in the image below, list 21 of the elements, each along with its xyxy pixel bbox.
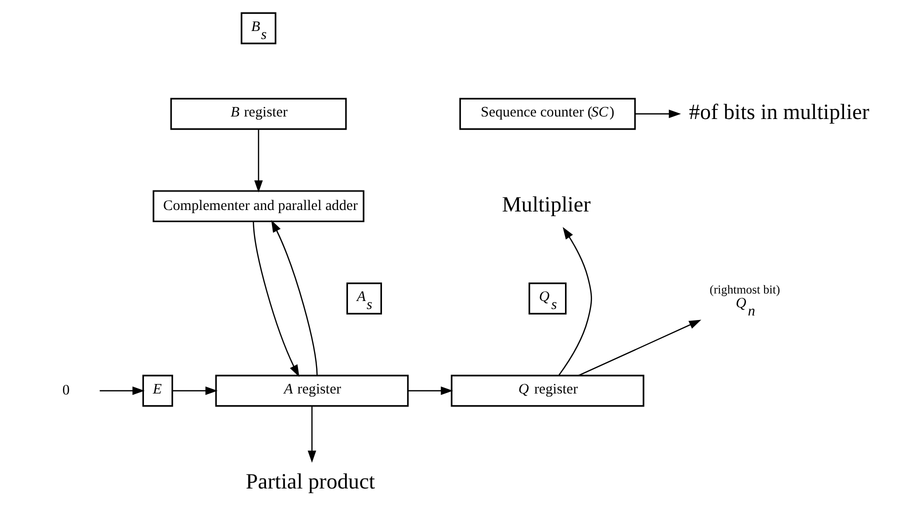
node-box: Q register [450, 374, 644, 407]
node-label: (rightmost bit) [709, 282, 780, 297]
arrow [254, 129, 262, 193]
node-text: Multiplier [502, 192, 590, 217]
node-box: B register [170, 98, 346, 130]
arrow [307, 406, 316, 463]
node-text: #of bits in multiplier [688, 100, 869, 124]
arrow [172, 386, 218, 396]
arrow [408, 386, 452, 396]
node-text: Partial product [245, 469, 374, 494]
node-box: A register [214, 374, 408, 407]
node-box: E [142, 374, 173, 407]
node-text: 0 [62, 382, 70, 399]
arrow [558, 226, 592, 376]
arrow [99, 386, 144, 396]
arrow [634, 110, 680, 118]
node-box: Complementer and parallel adder [152, 190, 364, 222]
arrow [252, 222, 299, 377]
arrow [578, 320, 701, 376]
node-box: Sequence counter (SC) [458, 98, 636, 130]
arrow [270, 220, 318, 376]
